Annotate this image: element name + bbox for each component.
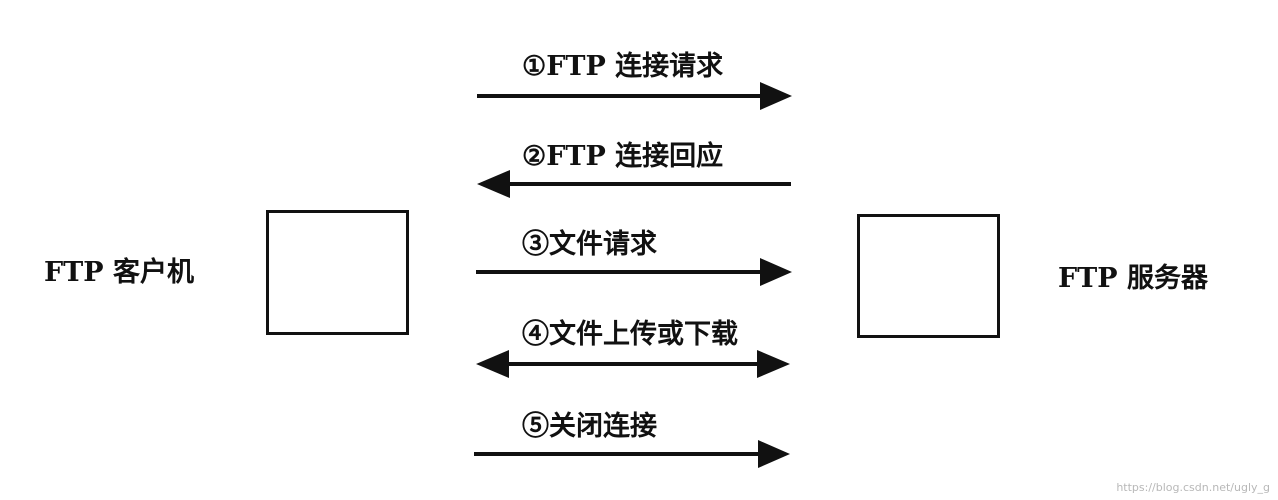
step-4-arrow bbox=[476, 350, 790, 378]
watermark: https://blog.csdn.net/ugly_g bbox=[1116, 481, 1270, 494]
step-5-label: ⑤关闭连接 bbox=[522, 411, 657, 442]
client-label: FTP 客户机 bbox=[44, 257, 194, 288]
step-3-label: ③文件请求 bbox=[522, 229, 657, 260]
step-5-arrow bbox=[474, 440, 790, 468]
step-2-arrow bbox=[477, 170, 791, 198]
step-2-label: ②FTP 连接回应 bbox=[522, 141, 724, 172]
step-4-label: ④文件上传或下载 bbox=[522, 319, 738, 350]
step-1-arrow bbox=[477, 82, 792, 110]
step-3-arrow bbox=[476, 258, 792, 286]
step-1-label: ①FTP 连接请求 bbox=[522, 51, 724, 82]
client-box bbox=[266, 210, 409, 335]
server-box bbox=[857, 214, 1000, 338]
server-label: FTP 服务器 bbox=[1058, 263, 1208, 294]
